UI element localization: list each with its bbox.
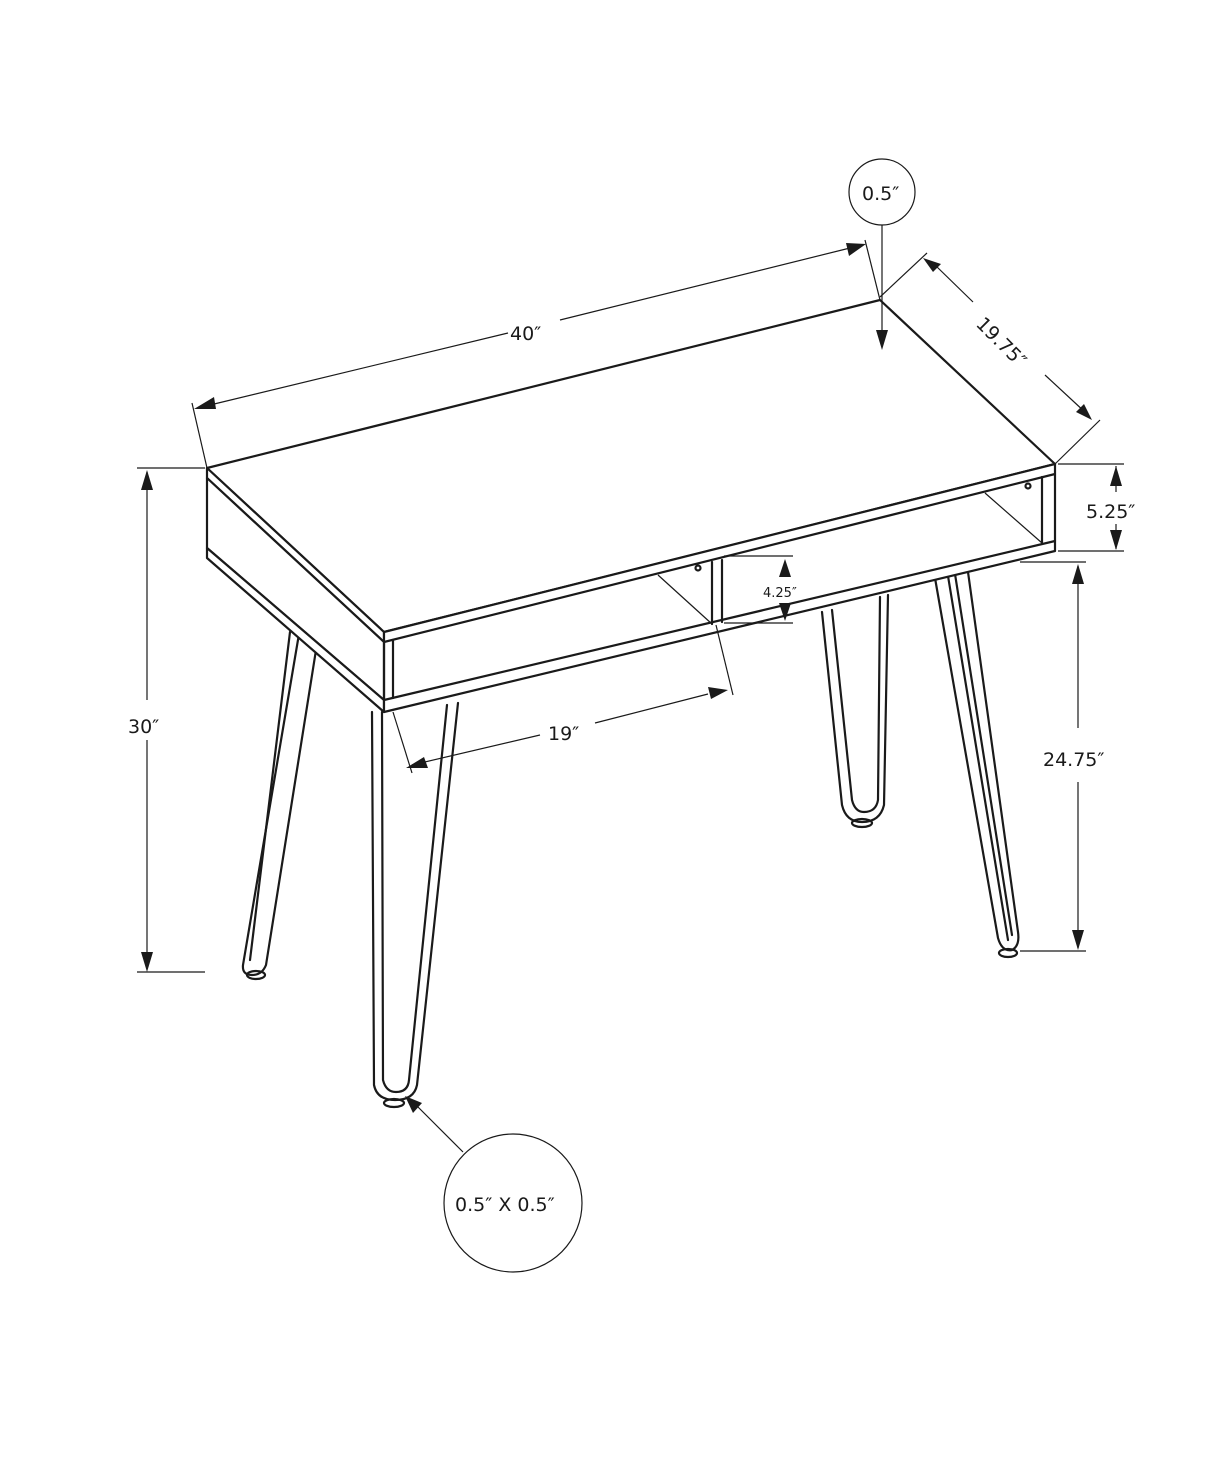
dimension-width: 40″ <box>191 239 881 469</box>
leg-back-left <box>241 626 318 981</box>
label-shelf-width: 19″ <box>548 723 579 745</box>
label-depth: 19.75″ <box>971 313 1030 372</box>
desk-top <box>205 298 1057 644</box>
dimension-shelf-opening: 4.25″ <box>724 555 797 624</box>
label-top-thickness: 0.5″ <box>862 183 899 205</box>
label-width: 40″ <box>510 323 541 345</box>
dimension-top-thickness: 0.5″ <box>848 158 916 350</box>
dimension-leg-clearance: 24.75″ <box>1020 561 1105 952</box>
label-shelf-opening: 4.25″ <box>763 586 797 601</box>
dimension-shelf-box-height: 5.25″ <box>1058 463 1135 552</box>
label-shelf-box-height: 5.25″ <box>1086 501 1135 523</box>
shelf-box <box>205 472 1057 714</box>
label-leg-clearance: 24.75″ <box>1043 749 1105 771</box>
dimension-total-height: 30″ <box>128 467 205 973</box>
dimension-shelf-width: 19″ <box>392 624 734 774</box>
leg-middle-right <box>820 593 890 829</box>
label-leg-rod: 0.5″ X 0.5″ <box>455 1194 555 1216</box>
leg-back-right <box>933 570 1020 959</box>
label-total-height: 30″ <box>128 716 159 738</box>
leg-front-left <box>370 701 460 1109</box>
dimension-leg-rod: 0.5″ X 0.5″ <box>405 1096 583 1273</box>
